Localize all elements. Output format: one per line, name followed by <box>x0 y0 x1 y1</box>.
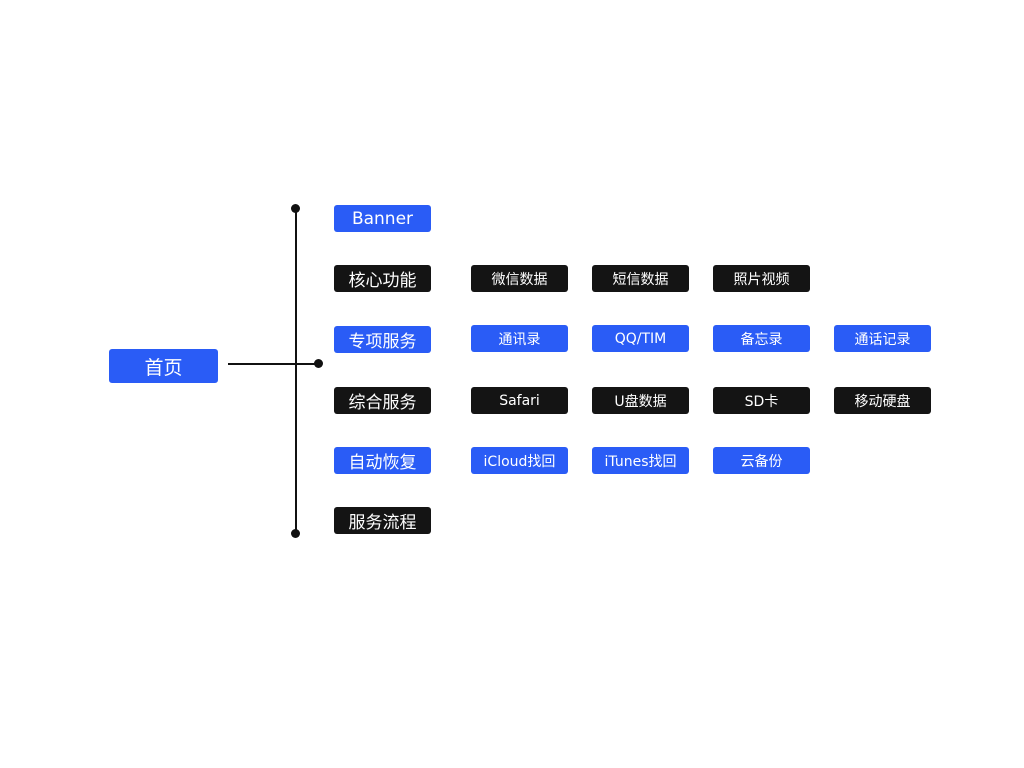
category-general-services: 综合服务 <box>334 387 431 414</box>
category-service-process: 服务流程 <box>334 507 431 534</box>
trunk-bottom-dot <box>291 529 300 538</box>
category-special-services: 专项服务 <box>334 326 431 353</box>
sub-item-sd-card: SD卡 <box>713 387 810 414</box>
sub-item-contacts: 通讯录 <box>471 325 568 352</box>
sub-item-usb-data: U盘数据 <box>592 387 689 414</box>
sub-item-photo-video: 照片视频 <box>713 265 810 292</box>
sub-item-icloud-recovery: iCloud找回 <box>471 447 568 474</box>
sub-item-memo: 备忘录 <box>713 325 810 352</box>
sub-item-cloud-backup: 云备份 <box>713 447 810 474</box>
sub-item-call-log: 通话记录 <box>834 325 931 352</box>
sub-item-safari: Safari <box>471 387 568 414</box>
junction-dot <box>314 359 323 368</box>
category-core-functions: 核心功能 <box>334 265 431 292</box>
root-node: 首页 <box>109 349 218 383</box>
sub-item-wechat-data: 微信数据 <box>471 265 568 292</box>
sub-item-itunes-recovery: iTunes找回 <box>592 447 689 474</box>
category-banner: Banner <box>334 205 431 232</box>
sub-item-sms-data: 短信数据 <box>592 265 689 292</box>
sub-item-qq-tim: QQ/TIM <box>592 325 689 352</box>
root-connector-line <box>228 363 319 365</box>
trunk-top-dot <box>291 204 300 213</box>
sub-item-external-drive: 移动硬盘 <box>834 387 931 414</box>
category-auto-recovery: 自动恢复 <box>334 447 431 474</box>
vertical-trunk-line <box>295 208 297 533</box>
